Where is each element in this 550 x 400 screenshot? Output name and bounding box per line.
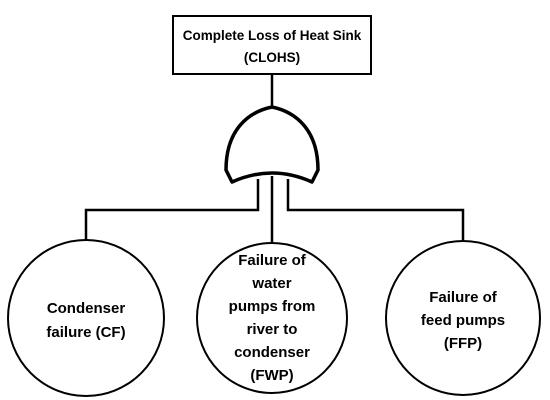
basic-event-ffp-label-line2: feed pumps xyxy=(421,312,505,329)
basic-event-fwp-label-line1: Failure of xyxy=(238,252,307,269)
connector-line-cf xyxy=(84,179,260,240)
basic-event-fwp-label-line5: condenser xyxy=(234,344,310,361)
basic-event-fwp-label-line3: pumps from xyxy=(229,298,316,315)
basic-event-cf-label-line1: Condenser xyxy=(47,300,126,317)
basic-event-ffp-label-line3: (FFP) xyxy=(444,335,482,352)
basic-event-fwp-label-line2: water xyxy=(251,275,291,292)
top-event-label-line1: Complete Loss of Heat Sink xyxy=(183,28,362,43)
basic-event-fwp-label-line6: (FWP) xyxy=(250,367,293,384)
or-gate-symbol xyxy=(224,105,320,184)
basic-event-cf-circle xyxy=(7,239,165,397)
top-event-box xyxy=(172,15,372,75)
top-event-label-line2: (CLOHS) xyxy=(244,50,300,65)
basic-event-cf-label-line2: failure (CF) xyxy=(46,324,125,341)
basic-event-ffp-circle xyxy=(385,240,541,396)
basic-event-fwp-label-line4: river to xyxy=(247,321,298,338)
basic-event-ffp-label-line1: Failure of xyxy=(429,289,498,306)
connector-line-ffp xyxy=(286,179,465,240)
basic-event-fwp-circle xyxy=(196,242,348,394)
